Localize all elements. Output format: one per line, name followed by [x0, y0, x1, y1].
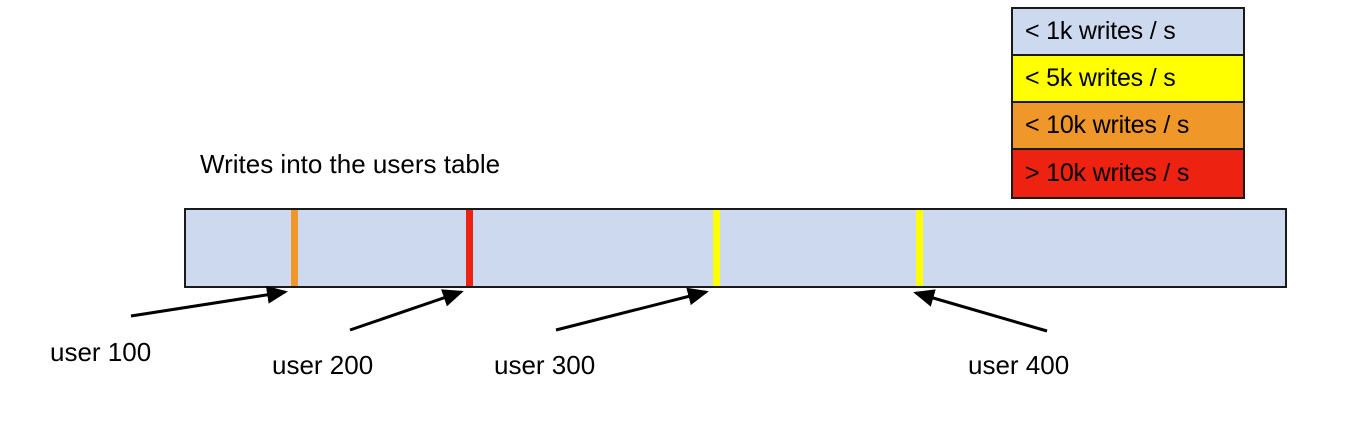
legend-item-label: > 10k writes / s	[1025, 159, 1190, 187]
user-100-arrow	[130, 285, 288, 318]
user-300-marker	[713, 210, 721, 286]
legend-item-under-5k: < 5k writes / s	[1013, 56, 1243, 103]
user-200-label: user 200	[272, 350, 374, 380]
user-200-marker	[466, 210, 474, 286]
user-100-marker	[290, 210, 298, 286]
chart-title: Writes into the users table	[200, 149, 501, 179]
user-400-label: user 400	[968, 350, 1070, 380]
user-300-arrow	[555, 287, 709, 332]
legend: < 1k writes / s < 5k writes / s < 10k wr…	[1011, 7, 1245, 199]
user-400-arrow	[913, 289, 1048, 333]
legend-item-label: < 5k writes / s	[1025, 64, 1176, 92]
legend-item-under-10k: < 10k writes / s	[1013, 103, 1243, 150]
user-400-marker	[916, 210, 924, 286]
legend-item-under-1k: < 1k writes / s	[1013, 9, 1243, 56]
legend-item-over-10k: > 10k writes / s	[1013, 150, 1243, 197]
legend-item-label: < 10k writes / s	[1025, 111, 1190, 139]
user-200-arrow	[349, 289, 464, 332]
legend-item-label: < 1k writes / s	[1025, 17, 1176, 45]
user-300-label: user 300	[494, 350, 596, 380]
user-100-label: user 100	[50, 337, 152, 367]
users-table-bar	[184, 208, 1287, 288]
